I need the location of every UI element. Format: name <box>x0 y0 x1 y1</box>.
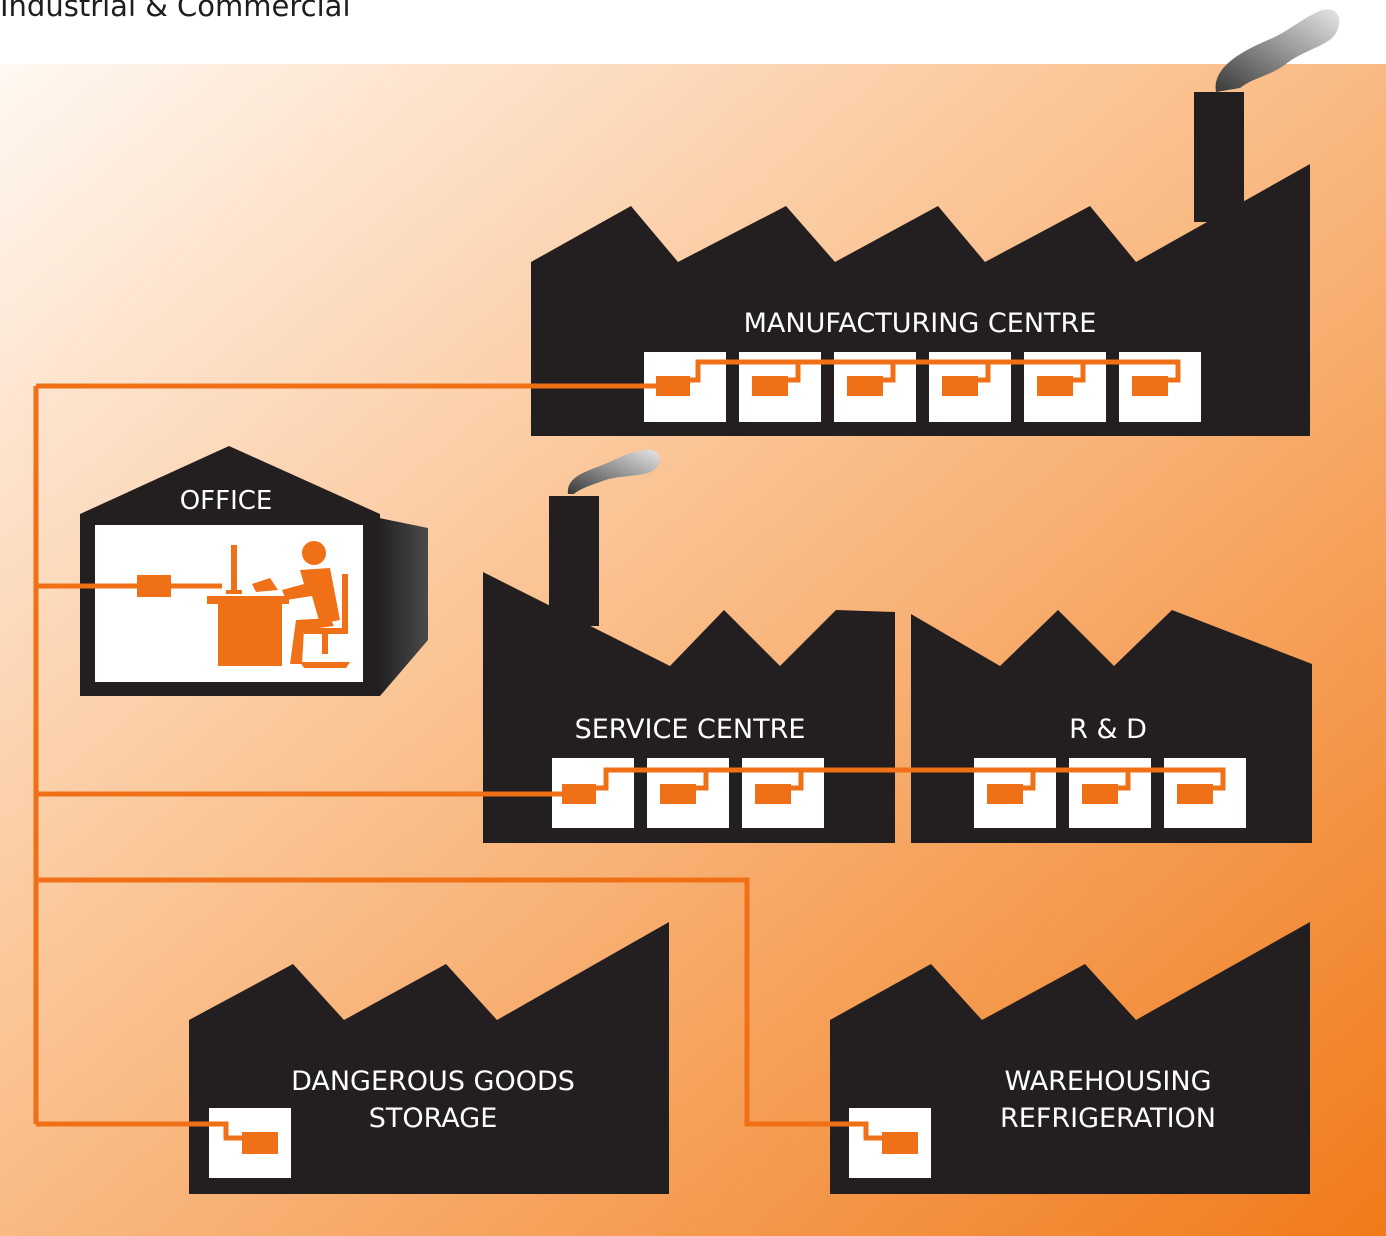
warehousing-building: WAREHOUSING REFRIGERATION <box>830 922 1310 1194</box>
device-box-icon <box>242 1132 278 1154</box>
service-label: SERVICE CENTRE <box>575 714 806 745</box>
smoke-icon <box>1215 9 1340 93</box>
device-box-icon <box>987 784 1023 804</box>
service-rnd-chain <box>594 767 1226 791</box>
device-box-icon <box>752 376 788 396</box>
manufacturing-chain <box>686 359 1181 383</box>
device-box-icon <box>882 1132 918 1154</box>
dangerous-label-line1: DANGEROUS GOODS <box>291 1066 575 1097</box>
device-box-icon <box>1037 376 1073 396</box>
chimney <box>1194 92 1244 222</box>
dangerous-roof <box>189 922 669 1194</box>
warehousing-label-line1: WAREHOUSING <box>1004 1066 1211 1097</box>
office-label: OFFICE <box>180 486 273 516</box>
device-box-icon <box>1132 376 1168 396</box>
device-box-icon <box>847 376 883 396</box>
device-box-icon <box>942 376 978 396</box>
network-cabling <box>33 359 1226 1141</box>
device-box-icon <box>1177 784 1213 804</box>
device-box-icon <box>755 784 791 804</box>
desk-worker-icon <box>207 541 350 668</box>
dangerous-label-line2: STORAGE <box>369 1103 498 1134</box>
manufacturing-label: MANUFACTURING CENTRE <box>744 308 1097 339</box>
dangerous-goods-building: DANGEROUS GOODS STORAGE <box>189 922 669 1194</box>
device-box-icon <box>660 784 696 804</box>
device-box-icon <box>562 784 596 804</box>
office-building: OFFICE <box>80 446 428 696</box>
device-boxes <box>137 376 1213 1154</box>
chimney <box>549 496 599 626</box>
warehousing-roof <box>830 922 1310 1194</box>
device-box-icon <box>137 575 171 597</box>
smoke-icon <box>567 449 660 494</box>
dangerous-line <box>36 1121 242 1141</box>
device-box-icon <box>656 376 690 396</box>
warehousing-line <box>36 877 882 1141</box>
page-title: Industrial & Commercial <box>0 0 351 23</box>
warehousing-label-line2: REFRIGERATION <box>1000 1103 1216 1134</box>
device-box-icon <box>1082 784 1118 804</box>
rnd-label: R & D <box>1069 714 1147 745</box>
